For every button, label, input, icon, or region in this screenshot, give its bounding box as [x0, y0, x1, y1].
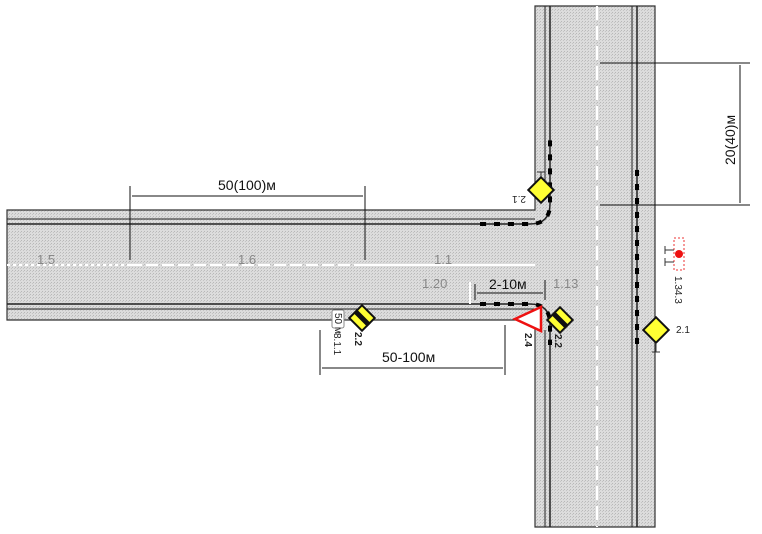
- sign-label-2-2-right: 2.2: [552, 334, 563, 348]
- dimension-label-vertical: 20(40)м: [722, 115, 738, 165]
- dimension-lines: [129, 62, 750, 375]
- plaque-text: 50 м: [332, 313, 343, 334]
- sign-label-2-1-right: 2.1: [676, 325, 690, 336]
- main-road-sign-top: 2.1: [512, 171, 556, 205]
- marking-label-1-20: 1.20: [422, 276, 447, 291]
- broken-edge-lines: [480, 140, 639, 345]
- marking-label-1-5: 1.5: [37, 252, 55, 267]
- sign-label-2-4: 2.4: [522, 333, 533, 347]
- give-way-sign-right: 2.2: [545, 305, 575, 348]
- dimension-label-sign-distance: 50-100м: [382, 349, 435, 365]
- centre-lines: [7, 6, 598, 527]
- plaque-code: 8.1.1: [331, 333, 342, 356]
- dimension-label-main: 50(100)м: [218, 177, 276, 193]
- road-surface: [7, 6, 655, 527]
- marking-label-1-6: 1.6: [238, 252, 256, 267]
- chevron-sign: 1.34.3: [664, 237, 685, 304]
- sign-label-2-1-top: 2.1: [512, 193, 526, 204]
- yield-sign: 2.4: [512, 305, 543, 347]
- give-way-sign-left: 50 м 8.1.1 2.2: [331, 303, 377, 356]
- marking-label-1-13: 1.13: [553, 276, 578, 291]
- main-road-sign-right: 2.1: [641, 315, 690, 353]
- dimension-label-stop-gap: 2-10м: [489, 276, 527, 292]
- road-edges: [6, 5, 656, 528]
- sign-label-1-34-3: 1.34.3: [672, 276, 683, 304]
- marking-label-1-1: 1.1: [434, 252, 452, 267]
- sign-label-2-2-left: 2.2: [352, 332, 363, 346]
